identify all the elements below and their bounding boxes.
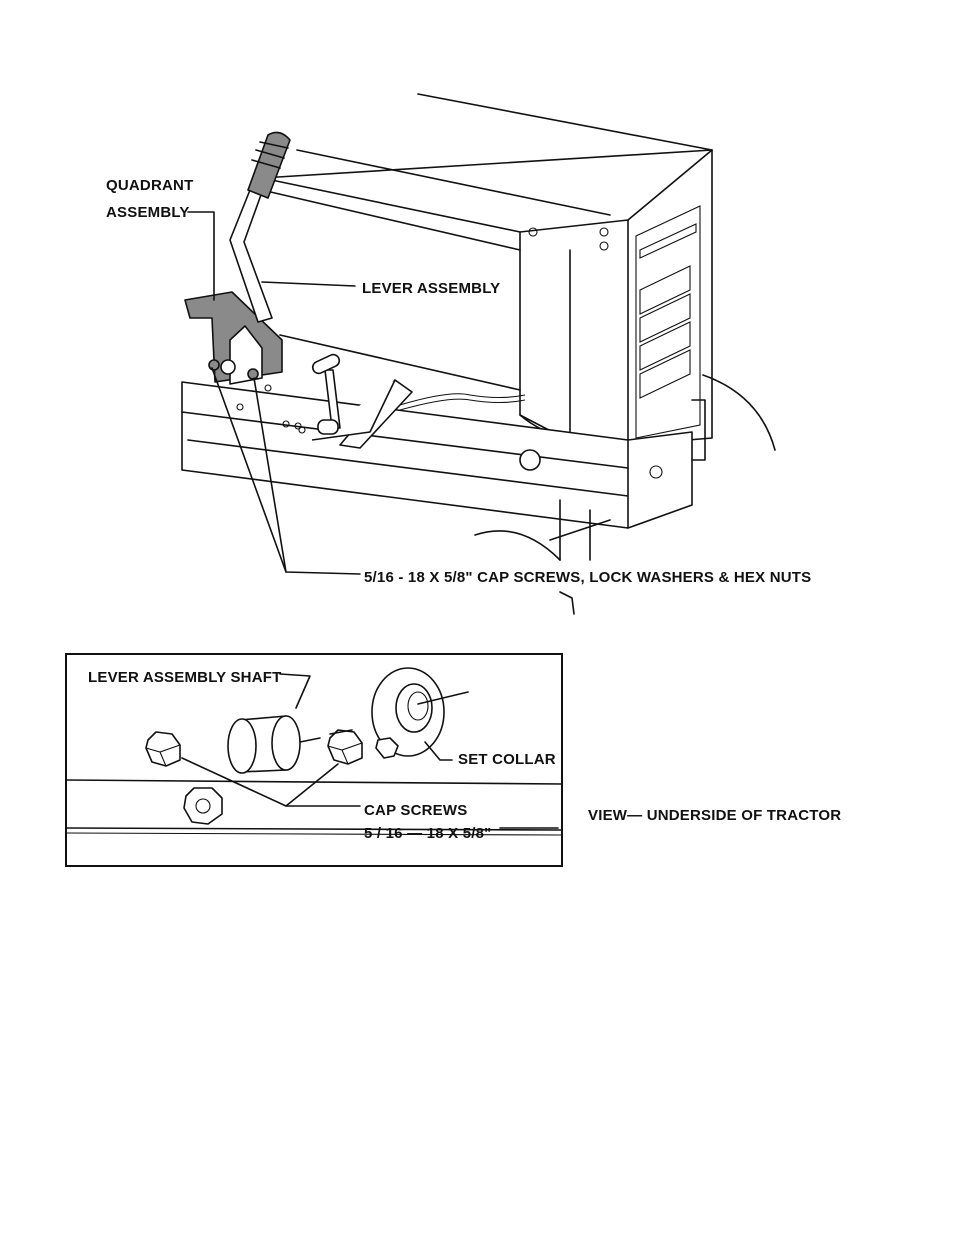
label-lever-assembly: LEVER ASSEMBLY bbox=[362, 280, 500, 297]
label-view-underside: VIEW— UNDERSIDE OF TRACTOR bbox=[588, 807, 841, 824]
label-cap-screws-size: 5 / 16 — 18 X 5/8" bbox=[364, 825, 491, 842]
lever-shaft bbox=[228, 716, 300, 773]
tractor-illustration bbox=[182, 94, 775, 560]
hex-bolt-middle bbox=[328, 730, 362, 764]
label-cap-screws-main: 5/16 - 18 X 5/8" CAP SCREWS, LOCK WASHER… bbox=[364, 569, 811, 586]
hex-bolt-left bbox=[146, 732, 180, 766]
label-set-collar: SET COLLAR bbox=[458, 751, 556, 768]
label-lever-assembly-shaft: LEVER ASSEMBLY SHAFT bbox=[88, 669, 281, 686]
label-cap-screws: CAP SCREWS bbox=[364, 802, 467, 819]
hex-nut-lower bbox=[184, 788, 222, 824]
label-quadrant-line2: ASSEMBLY bbox=[106, 204, 190, 221]
label-quadrant-line1: QUADRANT bbox=[106, 177, 193, 194]
